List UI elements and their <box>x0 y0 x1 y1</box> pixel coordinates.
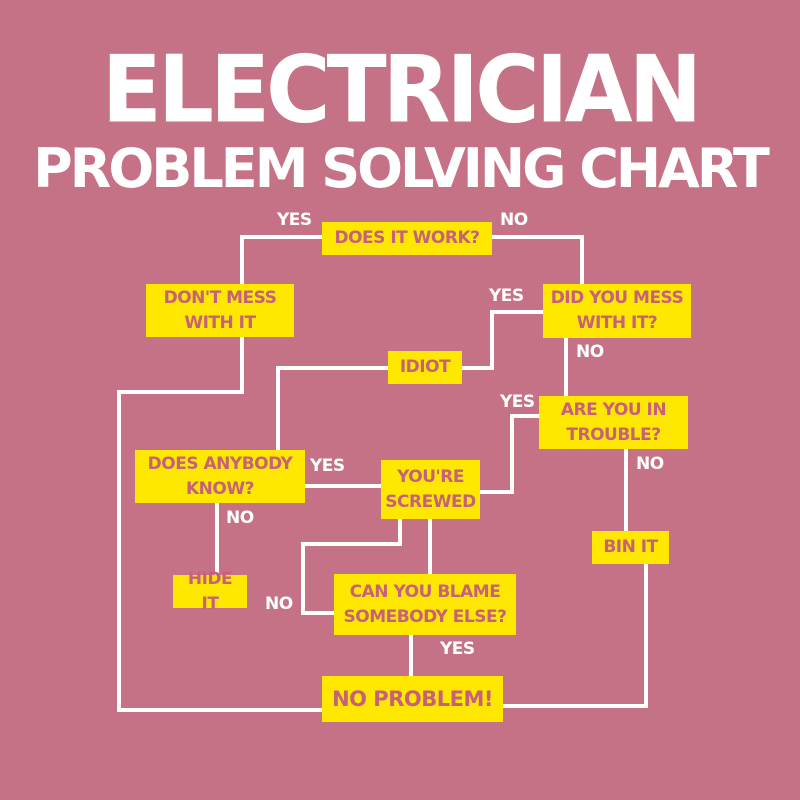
chart-subtitle: PROBLEM SOLVING CHART <box>33 137 770 200</box>
edge-work-no <box>490 235 584 286</box>
label-trouble-no: NO <box>636 454 664 474</box>
edge-dontmess-noproblem <box>117 335 324 712</box>
label-mess-no: NO <box>576 342 604 362</box>
chart-title: ELECTRICIAN <box>101 35 703 144</box>
node-bin-it: BIN IT <box>592 531 669 564</box>
node-does-it-work: DOES IT WORK? <box>322 222 492 255</box>
label-work-yes: YES <box>277 210 312 230</box>
edge-trouble-yes <box>478 414 541 494</box>
node-did-you-mess: DID YOU MESS WITH IT? <box>543 284 691 338</box>
edge-mess-yes <box>460 310 545 370</box>
label-blame-yes: YES <box>440 639 475 659</box>
node-hide-it: HIDE IT <box>173 569 247 614</box>
edge-binit-noproblem <box>501 562 648 708</box>
node-no-problem: NO PROBLEM! <box>322 676 503 722</box>
label-mess-yes: YES <box>489 286 524 306</box>
node-can-you-blame: CAN YOU BLAME SOMEBODY ELSE? <box>334 574 516 635</box>
label-know-yes: YES <box>310 456 345 476</box>
node-are-you-in-trouble: ARE YOU IN TROUBLE? <box>539 396 688 449</box>
edge-screwed-blame-no <box>301 517 402 615</box>
node-youre-screwed: YOU'RE SCREWED <box>381 460 480 519</box>
label-work-no: NO <box>500 210 528 230</box>
node-idiot: IDIOT <box>388 351 462 384</box>
label-trouble-yes: YES <box>500 392 535 412</box>
edge-idiot-know <box>276 366 390 452</box>
node-does-anybody-know: DOES ANYBODY KNOW? <box>135 450 305 503</box>
label-blame-no: NO <box>265 594 293 614</box>
edge-work-yes <box>240 235 324 286</box>
node-dont-mess: DON'T MESS WITH IT <box>146 284 294 337</box>
label-know-no: NO <box>226 508 254 528</box>
